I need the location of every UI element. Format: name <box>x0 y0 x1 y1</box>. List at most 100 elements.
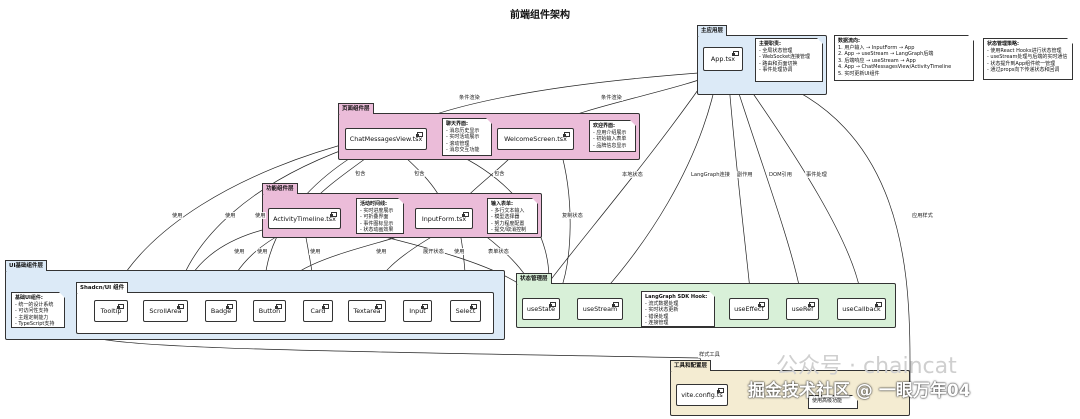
main-layer-tab: 主应用层 <box>697 25 728 36</box>
use-stream-hook[interactable]: useStream <box>577 298 623 320</box>
edge-app-usecallback <box>737 71 860 290</box>
edge-label-contains-2: 包含 <box>413 170 426 177</box>
watermark-wechat: 公众号 · chaincat <box>776 354 957 379</box>
edge-label-event-handler: 事件处理 <box>805 171 828 178</box>
use-effect-hook[interactable]: useEffect <box>729 298 769 320</box>
input-note: 输入表单: - 多行文本输入 - 模型选择器 - 努力程度配置 - 提交/取消控… <box>487 198 538 234</box>
edge-app-usestream <box>605 71 719 290</box>
watermark-juejin: 掘金技术社区 @ 一眼万年04 <box>748 381 971 401</box>
component-icon <box>731 51 739 57</box>
app-component[interactable]: App.tsx <box>703 47 743 71</box>
use-state-hook[interactable]: useState <box>522 298 560 320</box>
scroll-area-component[interactable]: ScrollArea <box>143 300 188 322</box>
card-label: Card <box>310 307 326 315</box>
component-icon <box>420 304 428 310</box>
state-layer-tab: 状态管理层 <box>516 273 552 284</box>
vite-config-label: vite.config.ts <box>681 391 723 399</box>
tooltip-label: Tooltip <box>100 307 122 315</box>
component-icon <box>611 302 619 308</box>
edge-app-useref <box>731 71 800 290</box>
page-layer-tab: 页面组件层 <box>338 103 374 114</box>
config-layer-tab: 工具和配置层 <box>670 360 712 371</box>
activity-timeline-label: ActivityTimeline.tsx <box>273 214 336 223</box>
use-stream-label: useStream <box>582 305 618 313</box>
welcome-screen-label: WelcomeScreen.tsx <box>504 135 567 143</box>
edge-label-use-3: 使用 <box>254 212 267 219</box>
input-component[interactable]: Input <box>403 300 432 322</box>
component-icon <box>716 388 724 394</box>
vite-config-component[interactable]: vite.config.ts <box>676 384 728 406</box>
app-component-label: App.tsx <box>710 55 736 63</box>
use-callback-hook[interactable]: useCallback <box>837 298 886 320</box>
component-icon <box>176 304 184 310</box>
component-icon <box>469 304 477 310</box>
scroll-area-label: ScrollArea <box>149 307 182 315</box>
edge-label-use-6: 使用 <box>309 248 322 255</box>
edge-label-apply-style: 应用样式 <box>911 212 934 219</box>
chat-messages-view-label: ChatMessagesView.tsx <box>349 135 423 143</box>
edge-label-contains-3: 包含 <box>493 170 506 177</box>
activity-timeline-component[interactable]: ActivityTimeline.tsx <box>268 208 341 229</box>
chat-note: 聊天界面: - 消息历史显示 - 实时活动展示 - 滚动管理 - 消息交互功能 <box>442 118 492 156</box>
input-label: Input <box>409 307 426 315</box>
edge-label-side-effect: 副作用 <box>736 171 754 178</box>
select-label: Select <box>455 307 476 315</box>
component-icon <box>374 304 382 310</box>
badge-component[interactable]: Badge <box>205 300 237 322</box>
button-component[interactable]: Button <box>253 300 286 322</box>
activity-note: 活动时间线: - 实时进度展示 - 可折叠界面 - 事件图标显示 - 状态动画效… <box>356 198 404 234</box>
button-label: Button <box>258 307 281 315</box>
edge-app-useeffect <box>727 71 750 290</box>
use-callback-label: useCallback <box>842 305 881 313</box>
use-effect-label: useEffect <box>734 305 764 313</box>
component-icon <box>321 304 329 310</box>
edge-label-copy-state: 复制状态 <box>561 212 584 219</box>
select-component[interactable]: Select <box>450 300 481 322</box>
component-icon <box>225 304 233 310</box>
component-icon <box>874 302 882 308</box>
component-icon <box>562 132 570 138</box>
component-icon <box>807 302 815 308</box>
use-ref-hook[interactable]: useRef <box>786 298 819 320</box>
edge-label-use-1: 使用 <box>171 212 184 219</box>
component-icon <box>329 212 337 218</box>
chat-messages-view-component[interactable]: ChatMessagesView.tsx <box>345 128 427 150</box>
edge-label-style-tool: 样式工具 <box>698 351 721 358</box>
card-component[interactable]: Card <box>303 300 333 322</box>
welcome-screen-component[interactable]: WelcomeScreen.tsx <box>497 128 574 150</box>
edge-label-use-5: 使用 <box>256 248 269 255</box>
component-icon <box>548 302 556 308</box>
edge-label-use-7: 使用 <box>375 248 388 255</box>
edge-label-expand-state: 展开状态 <box>422 248 445 255</box>
shadcn-package-tab: Shadcn/UI 组件 <box>76 282 129 293</box>
config-note: 使用高级功能 <box>808 395 858 409</box>
langgraph-note: LangGraph SDK Hook: - 流式数据处理 - 实时状态更新 - … <box>641 291 715 327</box>
component-icon <box>757 302 765 308</box>
edge-label-form-state: 表单状态 <box>487 248 510 255</box>
feature-layer-tab: 功能组件层 <box>262 183 298 194</box>
edge-label-contains-1: 包含 <box>354 170 367 177</box>
welcome-note: 欢迎界面: - 应用介绍展示 - 初始输入表单 - 品牌信息显示 <box>589 120 636 152</box>
edge-label-use-8: 使用 <box>453 248 466 255</box>
app-note: 主要职责: - 全局状态管理 - WebSocket连接管理 - 路由和页面切换… <box>755 38 823 82</box>
edge-ui-config <box>89 334 705 378</box>
use-state-label: useState <box>526 305 556 313</box>
component-icon <box>116 304 124 310</box>
edge-welcome-copy <box>560 147 571 292</box>
edge-app-config <box>741 69 911 392</box>
textarea-component[interactable]: Textarea <box>348 300 386 322</box>
ui-note: 基础UI组件: - 统一的设计系统 - 可访问性支持 - 主题定制能力 - Ty… <box>11 292 65 328</box>
state-strategy-note: 状态管理策略: - 使用React Hooks进行状态管理 - useStrea… <box>983 38 1073 80</box>
edge-label-langgraph-conn: LangGraph连接 <box>690 171 731 178</box>
data-flow-note: 数据流向: 1. 用户输入 → InputForm → App 2. App →… <box>834 35 974 81</box>
component-icon <box>461 212 469 218</box>
edge-label-render-chat: 条件渲染 <box>458 94 481 101</box>
component-icon <box>274 304 282 310</box>
input-form-component[interactable]: InputForm.tsx <box>415 208 473 229</box>
edge-label-dom-ref: DOM引用 <box>768 171 793 178</box>
diagram-title: 前端组件架构 <box>510 10 570 21</box>
use-ref-label: useRef <box>791 305 814 313</box>
tooltip-component[interactable]: Tooltip <box>94 300 128 322</box>
edge-app-usestate <box>543 69 713 290</box>
edge-label-local-state: 本地状态 <box>621 171 644 178</box>
